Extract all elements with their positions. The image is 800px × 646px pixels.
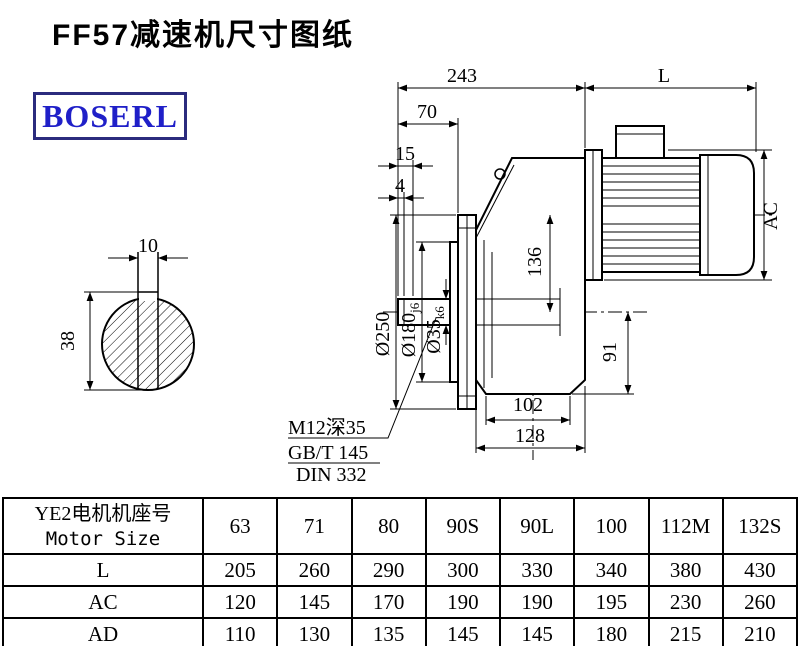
- table-cell: 340: [573, 553, 650, 587]
- motor-body: [601, 157, 701, 273]
- row-label: AC: [2, 585, 204, 619]
- note-din-standard: DIN 332: [296, 464, 367, 486]
- table-cell: 215: [647, 617, 724, 646]
- dim-102: 102: [513, 394, 543, 416]
- leader-line: [288, 317, 437, 439]
- header-motor-size-cn: YE2电机机座号: [34, 503, 172, 525]
- dim-128: 128: [515, 425, 545, 447]
- dim-keyway-width: 10: [138, 235, 158, 257]
- motor: [584, 125, 755, 281]
- motor-fins: [602, 165, 700, 265]
- row-label: AD: [2, 617, 204, 646]
- table-cell: 90S: [424, 497, 502, 555]
- table-cell: 260: [276, 553, 353, 587]
- table-cell: 80: [350, 497, 427, 555]
- dim-overall-length: 243: [447, 65, 477, 87]
- dim-ac: AC: [760, 202, 782, 230]
- motor-size-table: YE2电机机座号 Motor Size 63 71 80 90S 90L 100…: [2, 497, 799, 646]
- table-cell: 210: [721, 617, 799, 646]
- table-cell: 110: [201, 617, 279, 646]
- table-row-L: L 205 260 290 300 330 340 380 430: [2, 553, 799, 587]
- note-gb-standard: GB/T 145: [288, 442, 368, 464]
- table-cell: 135: [350, 617, 427, 646]
- dim-15: 15: [395, 143, 415, 165]
- housing-bolt-icon: [494, 168, 506, 180]
- dim-motor-length: L: [658, 65, 670, 87]
- mounting-flange: [449, 214, 477, 410]
- table-cell: 195: [573, 585, 650, 619]
- table-cell: 120: [201, 585, 279, 619]
- table-cell: 100: [573, 497, 650, 555]
- terminal-box: [615, 125, 665, 159]
- row-label: L: [2, 553, 204, 587]
- gear-housing: [475, 157, 586, 395]
- table-cell: 290: [350, 553, 427, 587]
- technical-drawing: 10 38: [57, 65, 782, 486]
- table-cell: 130: [276, 617, 353, 646]
- table-cell: 230: [647, 585, 724, 619]
- shaft-end-view: [84, 252, 195, 391]
- brand-logo: BOSERL: [33, 92, 187, 140]
- table-cell: 380: [647, 553, 724, 587]
- table-row-AC: AC 120 145 170 190 190 195 230 260: [2, 585, 799, 619]
- table-cell: 90L: [498, 497, 576, 555]
- table-cell: 430: [721, 553, 799, 587]
- table-cell: 330: [498, 553, 576, 587]
- fan-cowl: [699, 154, 755, 276]
- dim-spigot-diameter: Ø180j6: [398, 302, 422, 357]
- dim-91: 91: [599, 342, 621, 362]
- table-cell: 180: [573, 617, 650, 646]
- header-motor-size: YE2电机机座号 Motor Size: [2, 497, 204, 555]
- table-row-AD: AD 110 130 135 145 145 180 215 210: [2, 617, 799, 646]
- dimension-lines: [288, 82, 772, 464]
- table-cell: 170: [350, 585, 427, 619]
- table-cell: 300: [424, 553, 502, 587]
- table-header-row: YE2电机机座号 Motor Size 63 71 80 90S 90L 100…: [2, 497, 799, 555]
- table-cell: 132S: [721, 497, 799, 555]
- table-cell: 190: [424, 585, 502, 619]
- page-title: FF57减速机尺寸图纸: [52, 19, 355, 52]
- table-cell: 145: [424, 617, 502, 646]
- note-tapped-hole: M12深35: [288, 416, 366, 439]
- reducer-front-view: [397, 125, 755, 410]
- table-cell: 190: [498, 585, 576, 619]
- table-cell: 71: [276, 497, 353, 555]
- dim-70: 70: [417, 101, 437, 123]
- table-cell: 205: [201, 553, 279, 587]
- dim-136: 136: [524, 247, 546, 277]
- table-cell: 112M: [647, 497, 724, 555]
- dim-4: 4: [395, 175, 405, 197]
- header-motor-size-en: Motor Size: [45, 528, 161, 550]
- dim-shaft-height: 38: [57, 331, 79, 351]
- table-cell: 145: [498, 617, 576, 646]
- table-cell: 260: [721, 585, 799, 619]
- shaft-section-circle: [101, 297, 195, 391]
- table-cell: 145: [276, 585, 353, 619]
- dim-shaft-diameter: Ø35k6: [423, 306, 447, 354]
- dim-flange-od: Ø250: [372, 312, 394, 356]
- table-cell: 63: [201, 497, 279, 555]
